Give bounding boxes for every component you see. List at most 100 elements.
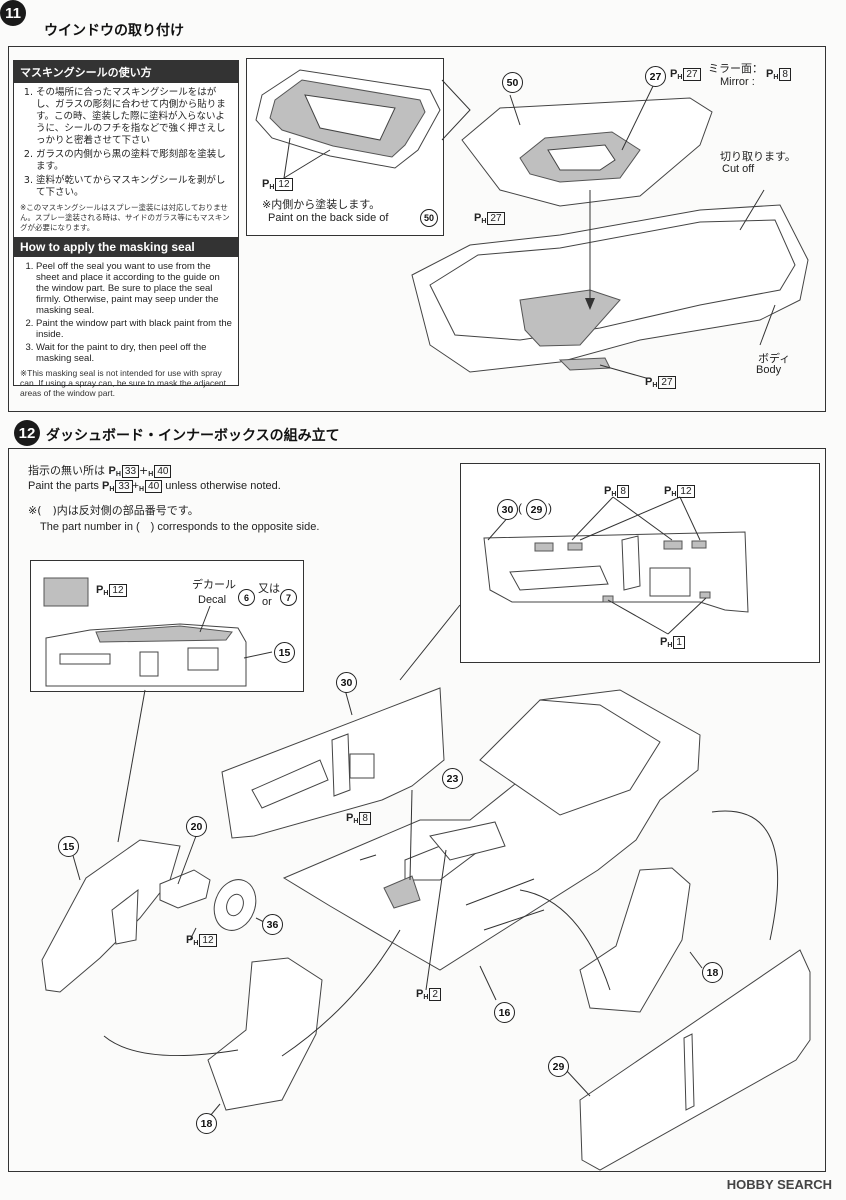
inset-note-jp: ※内側から塗装します。: [262, 198, 381, 211]
masking-instructions: マスキングシールの使い方 その場所に合ったマスキングシールをはがし、ガラスの彫刻…: [13, 60, 239, 398]
paint-note-en-tail: unless otherwise noted.: [165, 480, 281, 492]
cut-off-label-jp: 切り取ります。: [720, 150, 796, 163]
car-body-drawing: [411, 189, 809, 379]
ph-number: 12: [109, 584, 127, 597]
masking-note-jp: ※このマスキングシールはスプレー塗装には対応しておりません。スプレー塗装される時…: [20, 203, 230, 232]
masking-list-jp: その場所に合ったマスキングシールをはがし、ガラスの彫刻に合わせて内側から貼ります…: [14, 83, 238, 203]
part-29-callout: 29: [548, 1056, 569, 1077]
door-panel-30-drawing: [221, 685, 445, 839]
step-11-frame: [8, 46, 826, 412]
ph-number: 40: [145, 480, 163, 493]
part-18-right-callout: 18: [702, 962, 723, 983]
opposite-note-en: The part number in ( ) corresponds to th…: [40, 521, 320, 533]
door-panel-29-drawing: [565, 949, 811, 1171]
masking-heading-en: How to apply the masking seal: [14, 237, 238, 257]
masking-step-en: Wait for the paint to dry, then peel off…: [36, 342, 232, 364]
paint-note-jp-text: 指示の無い所は: [28, 464, 105, 477]
body-label-en: Body: [756, 364, 782, 376]
inset-part-50-callout: 50: [420, 209, 438, 227]
mirror-label-en: Mirror :: [720, 76, 755, 88]
steering-wheel-36-drawing: [213, 879, 269, 931]
ph-number: 12: [677, 485, 695, 498]
hobby-search-watermark: HOBBY SEARCH: [726, 1177, 832, 1192]
step-12-title: ダッシュボード・インナーボックスの組み立て: [46, 428, 340, 444]
glovebox-20-drawing: [159, 835, 211, 909]
masking-step-en: Paint the window part with black paint f…: [36, 318, 232, 340]
part-16-callout: 16: [494, 1002, 515, 1023]
masking-step-en: Peel off the seal you want to use from t…: [36, 261, 232, 316]
part-50-callout: 50: [502, 72, 523, 93]
door-inset-part-29-callout: 29: [526, 499, 547, 520]
masking-step-jp: 塗料が乾いてからマスキングシールを剥がして下さい。: [36, 175, 232, 199]
part-27-callout: 27: [645, 66, 666, 87]
ph-number: 27: [658, 376, 676, 389]
ph-number: 33: [115, 480, 133, 493]
ph-number: 2: [429, 988, 441, 1001]
step-11-badge: 11: [0, 0, 26, 26]
part-30-callout: 30: [336, 672, 357, 693]
step-12-badge: 12: [14, 420, 40, 446]
inset-window-drawing: [255, 69, 441, 179]
ph-number: 40: [154, 465, 172, 478]
ph-number: 1: [673, 636, 685, 649]
door-inset-opposite-open: (: [518, 501, 522, 515]
decal-label-en: Decal: [198, 594, 227, 606]
part-23-callout: 23: [442, 768, 463, 789]
dashboard-15-drawing: [41, 839, 181, 993]
masking-note-en: ※This masking seal is not intended for u…: [20, 368, 227, 398]
floor-tub-16-drawing: [282, 689, 701, 971]
step-11-title: ウインドウの取り付け: [44, 23, 184, 39]
ph-number: 27: [487, 212, 505, 225]
door-inset-opposite-close: ): [548, 501, 552, 515]
part-20-callout: 20: [186, 816, 207, 837]
part-15-callout: 15: [58, 836, 79, 857]
ph-number: 33: [121, 465, 140, 478]
paint-note-en-text: Paint the parts: [28, 480, 99, 492]
door-inset-part-30-callout: 30: [497, 499, 518, 520]
ph-number: 12: [199, 934, 217, 947]
ph-number: 8: [779, 68, 791, 81]
ph-number: 27: [683, 68, 701, 81]
masking-step-jp: ガラスの内側から黒の塗料で彫刻部を塗装します。: [36, 149, 232, 173]
part-18-left-callout: 18: [196, 1113, 217, 1134]
step-12-frame: [8, 448, 826, 1172]
dash-inset-part-15-callout: 15: [274, 642, 295, 663]
decal-or-en: or: [262, 596, 272, 608]
front-seat-18-right-drawing: [579, 867, 703, 1013]
cut-off-label-en: Cut off: [722, 163, 755, 175]
ph-number: 8: [617, 485, 629, 498]
door-panel-inset-drawing: [483, 496, 749, 635]
mirror-label-jp: ミラー面：: [708, 62, 763, 75]
ph-number: 8: [359, 812, 371, 825]
decal-or-jp: 又は: [258, 582, 280, 595]
masking-heading-jp: マスキングシールの使い方: [14, 61, 238, 83]
masking-step-jp: その場所に合ったマスキングシールをはがし、ガラスの彫刻に合わせて内側から貼ります…: [36, 87, 232, 147]
dash-inset-drawing: [43, 577, 273, 687]
decal-label-jp: デカール: [192, 578, 236, 591]
masking-list-en: Peel off the seal you want to use from t…: [14, 257, 238, 368]
ph-number: 12: [275, 178, 293, 191]
window-part-50-drawing: [461, 81, 713, 207]
front-seat-18-left-drawing: [207, 957, 323, 1117]
opposite-note-jp: ※( )内は反対側の部品番号です。: [28, 504, 199, 517]
inset-note-en: Paint on the back side of: [268, 212, 389, 224]
body-label-jp: ボディ: [758, 352, 791, 365]
decal-6-callout: 6: [238, 589, 255, 606]
part-36-callout: 36: [262, 914, 283, 935]
